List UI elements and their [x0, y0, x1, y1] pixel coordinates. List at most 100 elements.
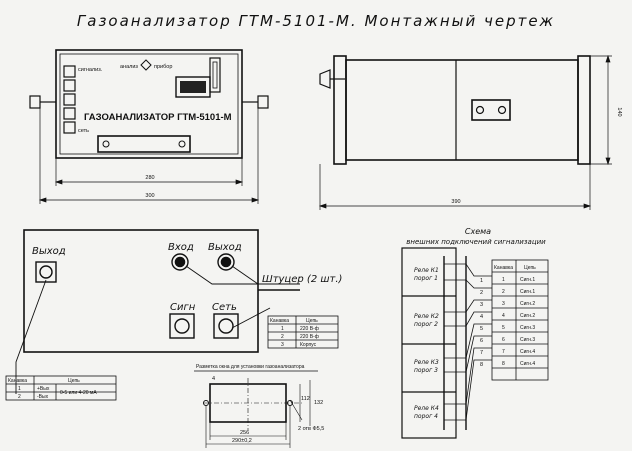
- dim-inner-width: 280: [145, 175, 154, 181]
- side-view: [319, 55, 591, 165]
- cutout-dim-112: 112: [301, 396, 310, 402]
- indicator-button-2: [63, 79, 76, 92]
- label-network: Сеть: [212, 302, 237, 313]
- output-table-header-2: Цепь: [68, 378, 80, 384]
- schema-title: Схема: [465, 227, 491, 236]
- schema-terminal-numbers: 1 2 3 4 5 6 7 8: [480, 278, 483, 368]
- back-panel: [23, 229, 259, 353]
- cutout-dim-4: 4: [212, 376, 215, 382]
- terminal-number: 2: [480, 290, 483, 296]
- fuse-holder: [209, 57, 221, 93]
- schema-table-cell: Сигн.1: [520, 289, 535, 295]
- schema-table-cell: 8: [502, 361, 505, 367]
- schema-table-cell: Сигн.1: [520, 277, 535, 283]
- schema-table-cell: 4: [502, 313, 505, 319]
- indicator-button-4: [63, 107, 76, 120]
- relay-k2-name: Реле К2: [414, 313, 439, 320]
- output-connector: [35, 261, 57, 283]
- power-table-cell: 3: [281, 342, 284, 348]
- gas-inlet: [171, 253, 189, 271]
- power-table-cell: 2: [281, 334, 284, 340]
- terminal-number: 4: [480, 314, 483, 320]
- schema-relays: Реле К1 порог 1 Реле К2 порог 2 Реле К3 …: [414, 267, 439, 420]
- relay-k1-name: Реле К1: [414, 267, 439, 274]
- schema-table-header: Цепь: [524, 265, 536, 271]
- side-dimensions: [318, 54, 612, 210]
- schema-table-cell: Сигн.2: [520, 301, 535, 307]
- bottom-slot: [97, 135, 191, 153]
- label-fitting: Штуцер (2 шт.): [262, 274, 342, 285]
- schema-subtitle: внешних подключений сигнализации: [406, 238, 546, 246]
- cutout-drawing: [194, 370, 318, 448]
- schema-table-cell: 7: [502, 349, 505, 355]
- relay-k3-sub: порог 3: [414, 367, 438, 374]
- back-panel-text: Выход Вход Выход Штуцер (2 шт.) Сигн Сет…: [32, 242, 342, 313]
- power-table-header-1: Канавка: [270, 318, 289, 324]
- indicator-button-5: [63, 121, 76, 134]
- label-analysis: анализ: [120, 64, 138, 70]
- front-inner-frame: [59, 53, 239, 155]
- terminal-number: 7: [480, 350, 483, 356]
- power-table-cell: 220 В-ф: [300, 326, 319, 332]
- relay-k3-name: Реле К3: [414, 359, 439, 366]
- cutout-dim-holes: 2 отв Ф5,5: [298, 426, 324, 432]
- power-table: [267, 315, 339, 349]
- power-table-header-2: Цепь: [306, 318, 318, 324]
- power-connector: [213, 313, 239, 339]
- schema-table-cell: Сигн.3: [520, 325, 535, 331]
- front-view: [29, 49, 269, 159]
- indicator-button-1: [63, 65, 76, 78]
- output-table: [5, 375, 117, 401]
- power-table-cell: Корпус: [300, 342, 317, 348]
- terminal-number: 5: [480, 326, 483, 332]
- schema-table-cell: Сигн.2: [520, 313, 535, 319]
- front-view-text: сигнализ. анализ прибор ГАЗОАНАЛИЗАТОР Г…: [78, 64, 232, 134]
- gas-outlet: [217, 253, 235, 271]
- indicator-button-3: [63, 93, 76, 106]
- relay-contacts: [443, 256, 467, 430]
- schema-table-grid: [491, 259, 549, 381]
- label-outlet: Выход: [208, 242, 242, 253]
- schema-table-cell: 6: [502, 337, 505, 343]
- power-table-cell: 220 В-ф: [300, 334, 319, 340]
- nameplate-text: ГАЗОАНАЛИЗАТОР ГТМ-5101-М: [84, 112, 232, 123]
- output-table-header-1: Канавка: [8, 378, 27, 384]
- back-leaders: [15, 265, 300, 394]
- schema-table-cell: Сигн.4: [520, 349, 535, 355]
- dim-height: 140: [616, 107, 622, 116]
- terminal-number: 3: [480, 302, 483, 308]
- output-table-cell: -Вых: [37, 394, 49, 400]
- schema-frame: [401, 247, 457, 439]
- front-body: [55, 49, 243, 159]
- schema-table-cell: Сигн.3: [520, 337, 535, 343]
- side-rear-plate: [577, 55, 591, 165]
- schema-table-cell: 2: [502, 289, 505, 295]
- power-table-cell: 1: [281, 326, 284, 332]
- terminal-number: 6: [480, 338, 483, 344]
- side-mount-bracket: [471, 99, 511, 121]
- output-table-cell: 1: [18, 386, 21, 392]
- label-output: Выход: [32, 246, 66, 257]
- schema-table-cell: 5: [502, 325, 505, 331]
- cutout-dim-256: 256: [240, 430, 249, 436]
- back-panel-body: [23, 229, 259, 353]
- relay-k4-name: Реле К4: [414, 405, 439, 412]
- drawing-title: Газоанализатор ГТМ-5101-М. Монтажный чер…: [77, 12, 555, 30]
- label-signal-out: Сигн: [170, 302, 196, 313]
- cutout-title: Разметка окна для установки газоанализат…: [196, 364, 305, 370]
- cutout-dim-290: 290±0,2: [232, 438, 252, 444]
- signal-connector: [169, 313, 195, 339]
- output-table-cell: 2: [18, 394, 21, 400]
- schema-table-cell: Сигн.4: [520, 361, 535, 367]
- label-net: сеть: [78, 128, 89, 134]
- cutout-dim-132: 132: [314, 400, 323, 406]
- dim-outer-width: 300: [145, 193, 154, 199]
- relay-k1-sub: порог 1: [414, 275, 438, 282]
- schema-table-cell: 3: [502, 301, 505, 307]
- output-table-cell: +Вых: [37, 386, 50, 392]
- front-dimensions: [38, 108, 260, 204]
- schema-wires: [444, 263, 492, 421]
- terminal-number: 8: [480, 362, 483, 368]
- label-signal: сигнализ.: [78, 67, 103, 73]
